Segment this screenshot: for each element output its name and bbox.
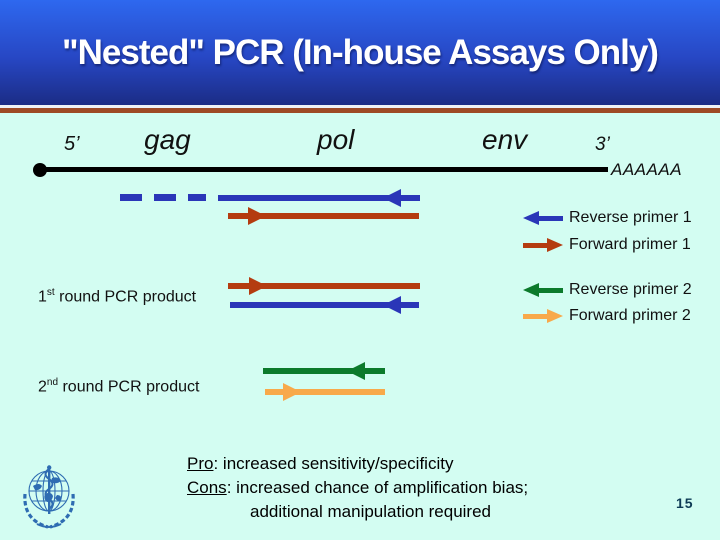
cons-line: Cons: increased chance of amplification … [187,476,528,500]
left-arrowhead-icon [347,362,365,380]
label-5-prime: 5’ [64,133,80,155]
legend-label: Reverse primer 2 [569,281,692,298]
cons-text: : increased chance of amplification bias… [226,478,529,497]
label-superscript: nd [46,377,59,388]
right-arrowhead-icon [283,383,301,401]
legend-item-reverse-primer-2: Reverse primer 2 [523,281,692,299]
cons-text-2: additional manipulation required [250,502,491,521]
reverse-primer-1-arrow-icon [523,211,563,225]
reverse-primer-2-arrow-icon [523,283,563,297]
legend-item-reverse-primer-1: Reverse primer 1 [523,209,692,227]
second-round-product-forward-strand [265,383,385,401]
who-logo-icon [23,465,75,529]
right-arrowhead-icon [249,277,267,295]
legend-label: Reverse primer 1 [569,209,692,226]
label-pol: pol [317,124,355,155]
left-arrowhead-icon [383,296,401,314]
forward-primer-1-extension-line [228,207,419,225]
label-superscript: st [46,287,55,298]
cons-line-2: additional manipulation required [187,500,528,524]
left-arrowhead-icon [383,189,401,207]
legend-item-forward-primer-2: Forward primer 2 [523,307,691,325]
reverse-primer-1-dashed-extension [120,194,206,201]
forward-primer-1-arrow-icon [523,238,563,252]
label-gag: gag [144,124,191,155]
pro-label: Pro [187,454,214,473]
label-text: 2 [38,378,47,396]
forward-primer-2-arrow-icon [523,309,563,323]
page-number: 15 [676,495,694,511]
second-round-product-label: 2nd round PCR product [38,377,199,396]
label-env: env [482,124,528,155]
slide-header: "Nested" PCR (In-house Assays Only) [0,0,720,105]
slide-title: "Nested" PCR (In-house Assays Only) [62,32,659,72]
first-round-product-label: 1st round PCR product [38,287,196,306]
cons-label: Cons [187,478,227,497]
label-text: 1 [38,288,47,306]
pro-line: Pro: increased sensitivity/specificity [187,452,528,476]
pro-cons-notes: Pro: increased sensitivity/specificity C… [187,452,528,524]
legend-label: Forward primer 2 [569,307,691,324]
header-separator-light [0,105,720,108]
label-text: round PCR product [54,288,197,306]
legend-item-forward-primer-1: Forward primer 1 [523,236,691,254]
legend-label: Forward primer 1 [569,236,691,253]
first-round-product-forward-strand [228,277,420,295]
first-round-product-reverse-strand [230,296,419,314]
header-separator-brown [0,108,720,113]
label-text: round PCR product [58,378,200,396]
label-3-prime: 3’ [595,134,610,155]
second-round-product-reverse-strand [263,362,385,380]
pro-text: : increased sensitivity/specificity [213,454,454,473]
right-arrowhead-icon [248,207,266,225]
reverse-primer-1-extension-line [218,189,420,207]
genome-line [40,167,608,172]
label-polya-tail: AAAAAA [611,160,683,179]
